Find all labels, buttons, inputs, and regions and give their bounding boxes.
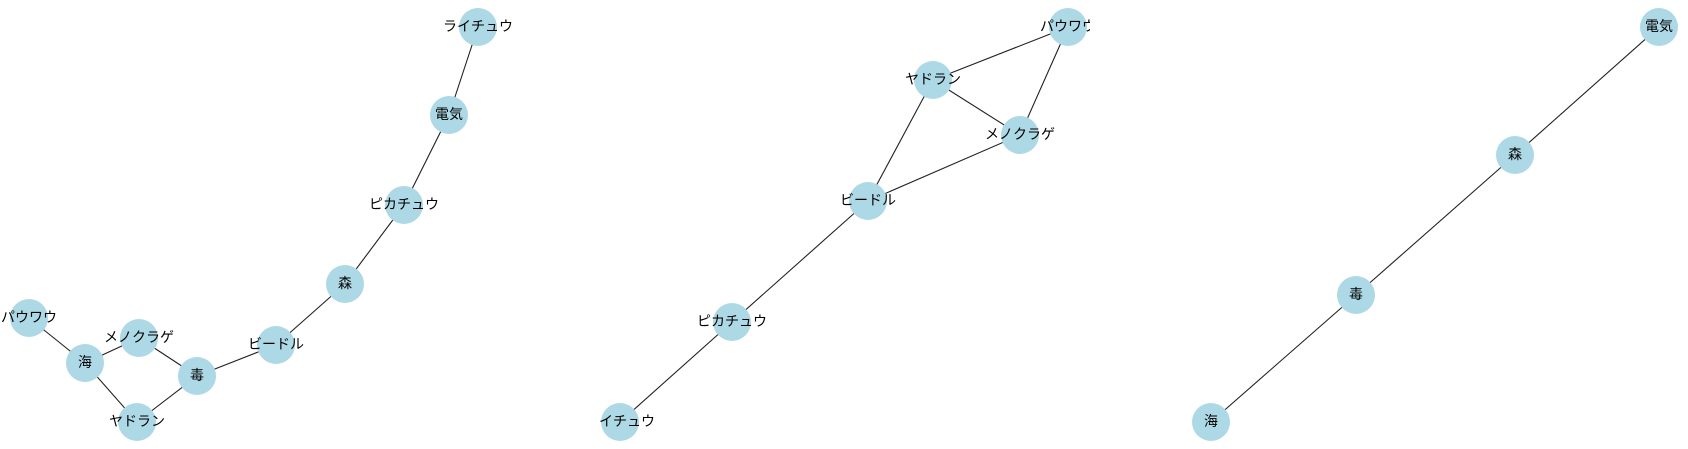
node-yadoran: ヤドラン: [905, 61, 961, 99]
node-label: 毒: [1349, 287, 1363, 303]
node-label: ライチュウ: [443, 19, 513, 35]
node-mori: 森: [326, 265, 364, 303]
node-circle: [1640, 8, 1678, 46]
node-circle: [459, 8, 497, 46]
edge-doku-umi: [1210, 294, 1357, 423]
node-label: 電気: [435, 107, 463, 123]
node-menokurage: メノクラゲ: [985, 116, 1055, 154]
node-label: 海: [1204, 414, 1218, 430]
node-label: 電気: [1645, 19, 1673, 35]
node-circle: [10, 299, 48, 337]
node-circle: [1337, 276, 1375, 314]
edge-mori-doku: [1355, 154, 1516, 296]
node-mori: 森: [1496, 136, 1534, 174]
node-label: パウワウ: [1040, 19, 1096, 35]
node-umi: 海: [1192, 403, 1230, 441]
node-doku: 毒: [178, 357, 216, 395]
node-label: メノクラゲ: [985, 127, 1055, 143]
node-label: 森: [338, 276, 352, 292]
node-circle: [914, 61, 952, 99]
node-label: メノクラゲ: [104, 330, 174, 346]
node-label: ピカチュウ: [697, 314, 767, 330]
node-pawou: パウワウ: [1040, 8, 1096, 46]
node-label: パウワウ: [1, 310, 57, 326]
node-pikachu: ピカチュウ: [697, 303, 767, 341]
node-circle: [178, 357, 216, 395]
node-label: 海: [78, 355, 92, 371]
edge-menokurage-beedle: [867, 134, 1021, 202]
node-circle: [120, 319, 158, 357]
edge-layer: [1210, 26, 1660, 423]
node-pikachu: ピカチュウ: [369, 186, 439, 224]
node-label: ライチュウ: [585, 414, 655, 430]
node-circle: [1049, 8, 1087, 46]
edge-denki-mori: [1514, 26, 1660, 156]
node-circle: [1192, 403, 1230, 441]
node-raichu: ライチュウ: [443, 8, 513, 46]
node-label: ビードル: [248, 337, 304, 353]
node-pawou: パウワウ: [1, 299, 57, 337]
node-circle: [713, 303, 751, 341]
node-label: ヤドラン: [109, 414, 165, 430]
node-raichu: ライチュウ: [585, 403, 655, 441]
edge-yadoran-beedle: [867, 79, 934, 202]
node-beedle: ビードル: [248, 326, 304, 364]
edge-pawou-yadoran: [932, 26, 1069, 81]
node-menokurage: メノクラゲ: [104, 319, 174, 357]
node-circle: [118, 403, 156, 441]
node-circle: [326, 265, 364, 303]
node-label: 毒: [190, 368, 204, 384]
node-beedle: ビードル: [840, 182, 896, 220]
node-yadoran: ヤドラン: [109, 403, 165, 441]
node-circle: [257, 326, 295, 364]
node-label: ビードル: [840, 193, 896, 209]
node-circle: [1496, 136, 1534, 174]
node-label: 森: [1508, 147, 1522, 163]
node-circle: [1001, 116, 1039, 154]
node-circle: [430, 96, 468, 134]
node-circle: [849, 182, 887, 220]
edge-pikachu-raichu: [619, 321, 733, 423]
node-circle: [385, 186, 423, 224]
node-doku: 毒: [1337, 276, 1375, 314]
edge-pawou-menokurage: [1019, 26, 1069, 136]
node-label: ヤドラン: [905, 72, 961, 88]
node-umi: 海: [66, 344, 104, 382]
node-circle: [66, 344, 104, 382]
node-circle: [601, 403, 639, 441]
node-denki: 電気: [1640, 8, 1678, 46]
node-label: ピカチュウ: [369, 197, 439, 213]
edge-beedle-pikachu: [731, 200, 869, 323]
edge-layer: [619, 26, 1069, 423]
node-denki: 電気: [430, 96, 468, 134]
